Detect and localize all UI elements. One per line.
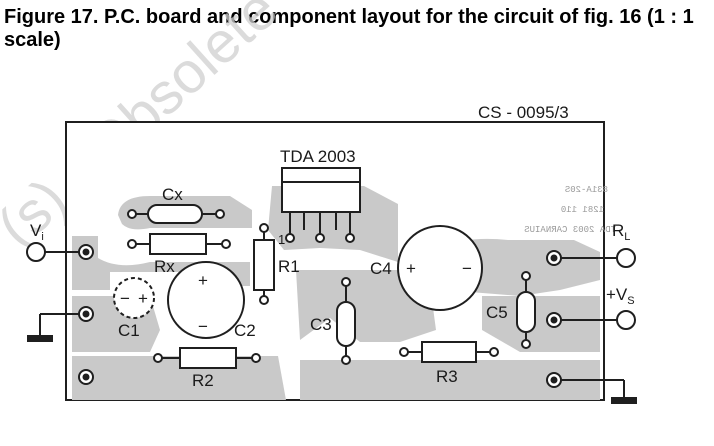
- label-rl-main: R: [612, 221, 624, 240]
- cx-pad-left: [127, 209, 137, 219]
- r3-pad-right: [489, 347, 499, 357]
- ic-pad-1: [285, 233, 295, 243]
- rx-pad-right: [221, 239, 231, 249]
- r3-pad-left: [399, 347, 409, 357]
- pad-output-hole: [550, 254, 558, 262]
- r1-pad-bottom: [259, 295, 269, 305]
- label-r3: R3: [436, 367, 458, 386]
- terminal-vi: [26, 242, 46, 262]
- mirrored-text: 831A-20S 1281 110 TDA 2003 CARNAIUS: [524, 185, 616, 235]
- track-center: [296, 270, 436, 342]
- r1-pad-top: [259, 223, 269, 233]
- mirrored-line-2: 1281 110: [561, 205, 604, 215]
- cx-pad-right: [215, 209, 225, 219]
- label-vs: +VS: [606, 285, 635, 307]
- c3-pad-top: [341, 277, 351, 287]
- ic-pad-3: [315, 233, 325, 243]
- label-c1: C1: [118, 321, 140, 340]
- label-vi-main: V: [30, 221, 42, 240]
- ic-tda2003: [281, 167, 361, 243]
- label-vi: Vi: [30, 221, 44, 243]
- label-vs-sub: S: [627, 295, 634, 307]
- r1-body: [253, 239, 275, 291]
- ic-body: [281, 181, 361, 213]
- c4-plus: +: [406, 259, 416, 278]
- ground-left-symbol: [27, 335, 53, 342]
- c4-body: [397, 225, 483, 311]
- c3-pad-bottom: [341, 355, 351, 365]
- pad-supply-hole: [550, 316, 558, 324]
- c4-minus: −: [462, 259, 472, 278]
- label-r1: R1: [278, 257, 300, 276]
- label-r2: R2: [192, 371, 214, 390]
- track-supply: [482, 296, 600, 352]
- c3-body: [336, 301, 356, 347]
- r2-body: [179, 347, 237, 369]
- mirrored-line-3: TDA 2003 CARNAIUS: [524, 225, 616, 235]
- label-c4: C4: [370, 259, 392, 278]
- pad-ground-left-hole: [82, 310, 90, 318]
- rx-pad-left: [127, 239, 137, 249]
- label-rl-sub: L: [624, 231, 630, 243]
- r2-pad-left: [153, 353, 163, 363]
- ic-heatsink: [281, 167, 361, 183]
- r2-pad-right: [251, 353, 261, 363]
- label-vi-sub: i: [41, 231, 43, 243]
- pad-ground-right-hole: [550, 376, 558, 384]
- board-id-label: CS - 0095/3: [478, 103, 569, 122]
- label-vs-main: +V: [606, 285, 628, 304]
- ic-label: TDA 2003: [280, 147, 356, 166]
- c5-pad-top: [521, 271, 531, 281]
- label-rl: RL: [612, 221, 630, 243]
- pad-bottom-left-hole: [82, 373, 90, 381]
- c2-minus: −: [198, 317, 208, 336]
- figure-caption: Figure 17. P.C. board and component layo…: [4, 6, 694, 51]
- cx-body: [147, 204, 203, 224]
- label-c5: C5: [486, 303, 508, 322]
- c1-plus: +: [138, 289, 148, 308]
- pad-input-hole: [82, 248, 90, 256]
- ic-pin-label-1: 1: [278, 232, 285, 247]
- label-c2: C2: [234, 321, 256, 340]
- track-bottom-right: [300, 360, 600, 400]
- terminal-vs: [616, 310, 636, 330]
- external-terminals: [26, 242, 637, 404]
- label-rx: Rx: [154, 257, 175, 276]
- ic-pad-5: [345, 233, 355, 243]
- ground-right-symbol: [611, 397, 637, 404]
- label-cx: Cx: [162, 185, 183, 204]
- c2-plus: +: [198, 271, 208, 290]
- terminal-rl: [616, 248, 636, 268]
- c5-body: [516, 291, 536, 333]
- board-pads: [78, 244, 562, 388]
- rx-body: [149, 233, 207, 255]
- c1-minus: −: [120, 289, 130, 308]
- label-c3: C3: [310, 315, 332, 334]
- c2-body: [167, 261, 245, 339]
- components: [113, 204, 536, 369]
- mirrored-line-1: 831A-20S: [565, 185, 608, 195]
- r3-body: [421, 341, 477, 363]
- c5-pad-bottom: [521, 339, 531, 349]
- c1-body: [113, 277, 155, 319]
